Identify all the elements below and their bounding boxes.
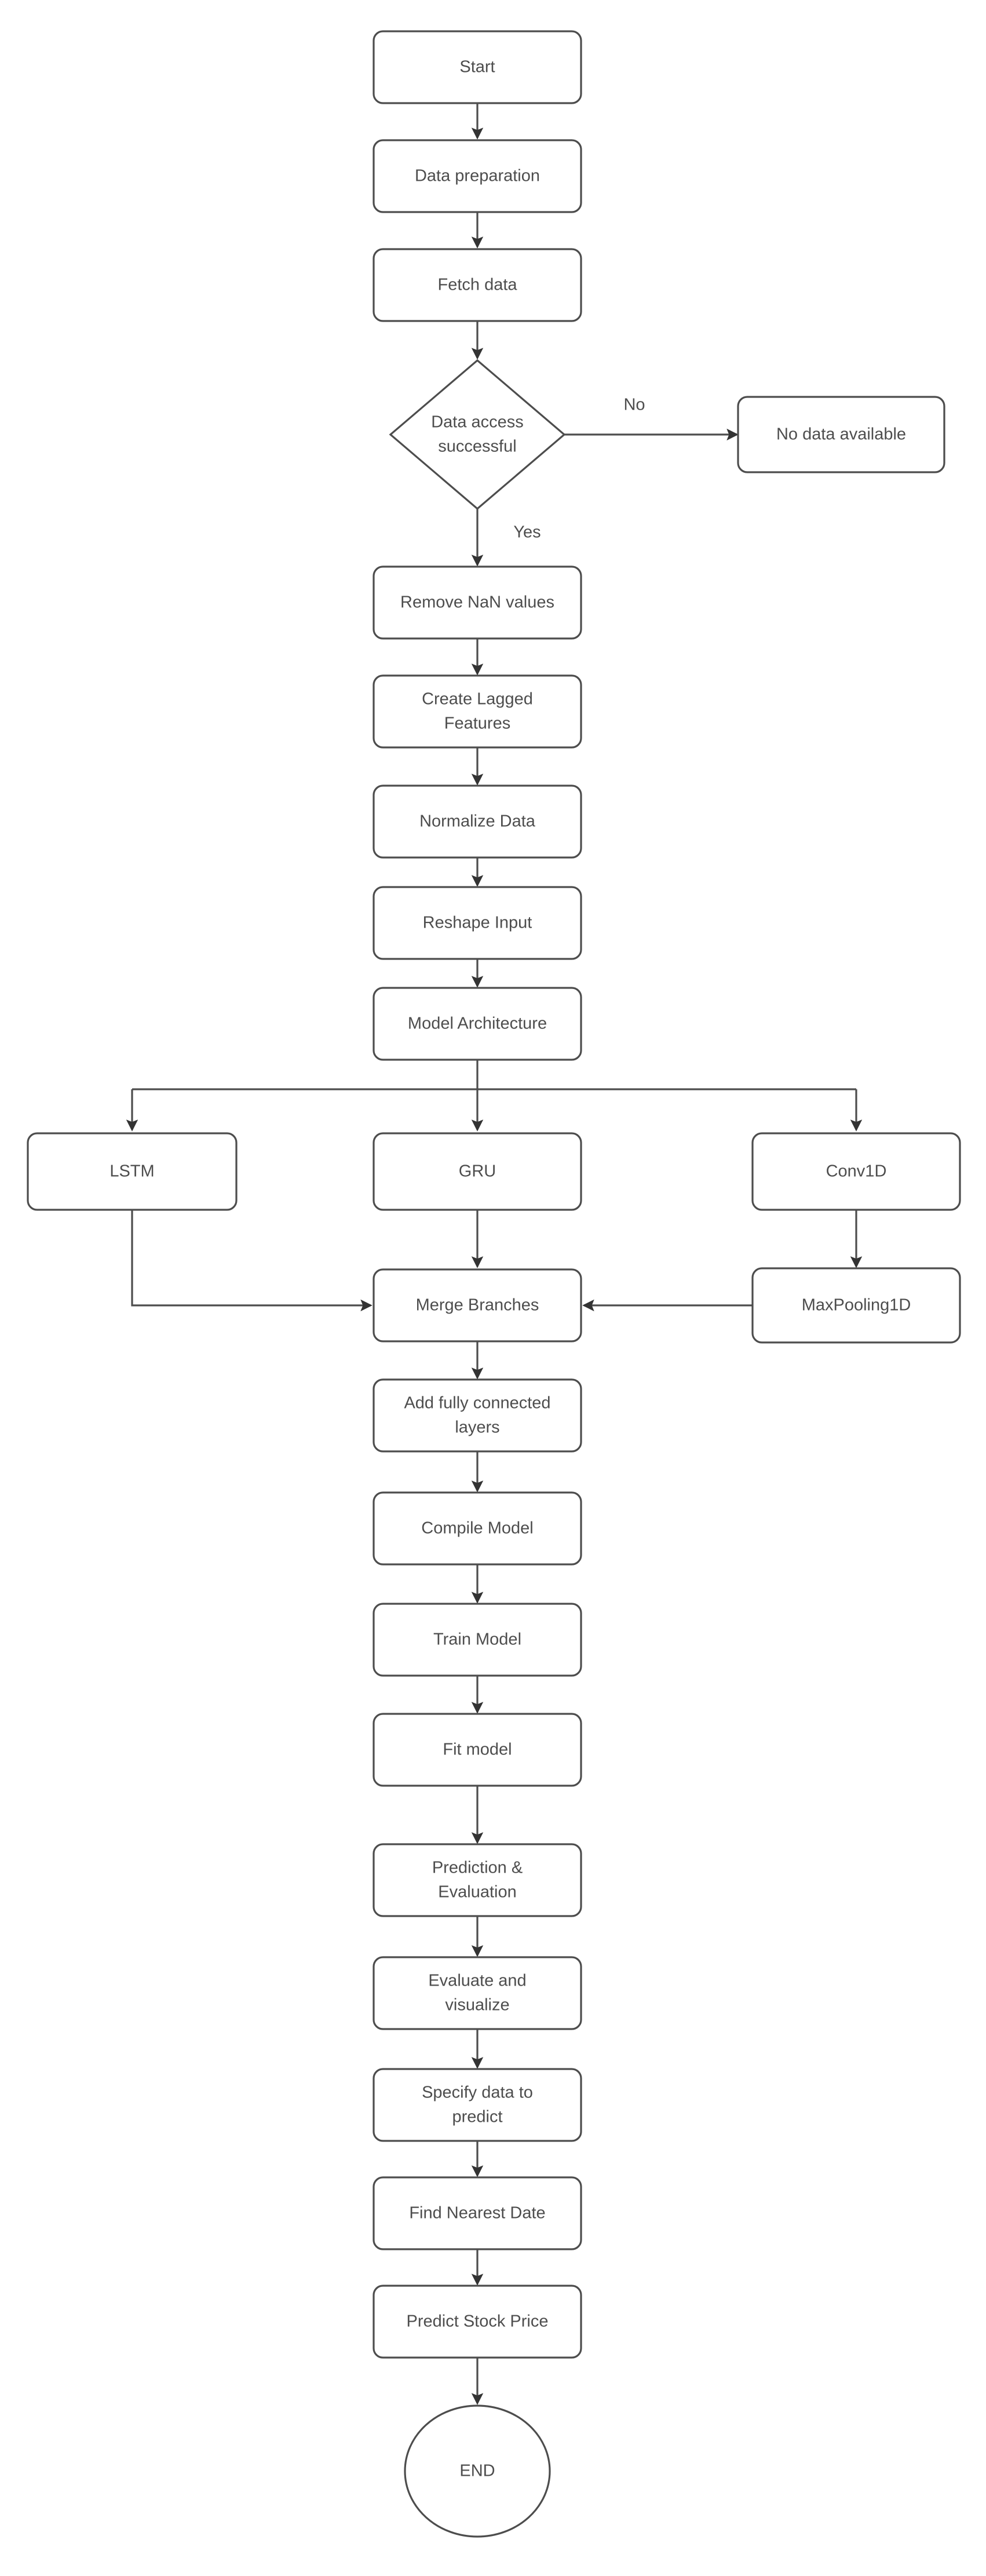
node-data-access-decision[interactable]: Data access successful [389,359,566,510]
node-start-label: Start [459,58,495,76]
node-compile-model-shape[interactable] [373,1491,582,1566]
node-specify-data-to-predict-label-line1: Specify data to [422,2084,533,2102]
node-remove-nan-values[interactable]: Remove NaN values [373,565,582,640]
node-normalize-data-label: Normalize Data [419,812,536,831]
node-data-preparation-shape[interactable] [373,139,582,213]
node-lstm-label: LSTM [109,1162,154,1181]
node-predict-stock-price-shape[interactable] [373,2285,582,2359]
node-train-model-label: Train Model [433,1630,521,1649]
node-no-data-available-label: No data available [776,425,906,444]
node-data-access-decision-label-line2: successful [438,437,516,456]
node-gru[interactable]: GRU [373,1132,582,1211]
node-data-preparation-label: Data preparation [415,167,540,185]
node-create-lagged-features[interactable]: Create Lagged Features [373,674,582,749]
node-conv1d-shape[interactable] [751,1132,961,1211]
node-start[interactable]: Start [373,30,582,104]
node-end-shape[interactable] [404,2404,551,2538]
node-create-lagged-features-label-line1: Create Lagged [422,690,533,709]
node-create-lagged-features-label-line2: Features [444,714,510,733]
node-maxpooling1d[interactable]: MaxPooling1D [751,1267,961,1344]
edge-label-no: No [623,396,645,414]
node-normalize-data[interactable]: Normalize Data [373,785,582,859]
node-find-nearest-date-label: Find Nearest Date [409,2204,545,2223]
node-train-model-shape[interactable] [373,1603,582,1677]
node-data-preparation[interactable]: Data preparation [373,139,582,213]
node-evaluate-visualize[interactable]: Evaluate and visualize [373,1956,582,2030]
node-compile-model-label: Compile Model [421,1519,533,1538]
node-reshape-input[interactable]: Reshape Input [373,886,582,960]
node-conv1d-label: Conv1D [826,1162,887,1181]
node-predict-stock-price[interactable]: Predict Stock Price [373,2285,582,2359]
node-add-fully-connected-layers-shape[interactable] [373,1378,582,1453]
node-specify-data-to-predict-label-line2: predict [452,2108,502,2126]
node-data-access-decision-shape[interactable] [389,359,566,510]
node-gru-label: GRU [459,1162,496,1181]
node-lstm[interactable]: LSTM [27,1132,238,1211]
node-model-architecture[interactable]: Model Architecture [373,987,582,1061]
node-evaluate-visualize-label-line1: Evaluate and [428,1972,526,1990]
node-find-nearest-date[interactable]: Find Nearest Date [373,2176,582,2250]
node-reshape-input-shape[interactable] [373,886,582,960]
node-find-nearest-date-shape[interactable] [373,2176,582,2250]
node-end-label: END [459,2462,495,2480]
node-fetch-data[interactable]: Fetch data [373,248,582,322]
node-evaluate-visualize-shape[interactable] [373,1956,582,2030]
node-gru-shape[interactable] [373,1132,582,1211]
node-fit-model[interactable]: Fit model [373,1713,582,1787]
node-prediction-evaluation-label-line1: Prediction & [432,1859,523,1877]
node-predict-stock-price-label: Predict Stock Price [407,2312,549,2331]
node-remove-nan-values-shape[interactable] [373,565,582,640]
node-add-fully-connected-layers-label-line2: layers [455,1418,499,1437]
node-fit-model-label: Fit model [443,1741,512,1759]
node-specify-data-to-predict-shape[interactable] [373,2068,582,2142]
node-merge-branches[interactable]: Merge Branches [373,1268,582,1342]
node-no-data-available-shape[interactable] [737,396,945,473]
node-compile-model[interactable]: Compile Model [373,1491,582,1566]
node-fetch-data-label: Fetch data [437,276,517,294]
node-fit-model-shape[interactable] [373,1713,582,1787]
node-no-data-available[interactable]: No data available [737,396,945,473]
node-add-fully-connected-layers-label-line1: Add fully connected [404,1394,550,1413]
node-reshape-input-label: Reshape Input [423,914,532,932]
node-create-lagged-features-shape[interactable] [373,674,582,749]
node-merge-branches-shape[interactable] [373,1268,582,1342]
node-normalize-data-shape[interactable] [373,785,582,859]
node-end[interactable]: END [404,2404,551,2538]
node-fetch-data-shape[interactable] [373,248,582,322]
edge-label-yes: Yes [513,523,541,542]
node-lstm-shape[interactable] [27,1132,238,1211]
node-prediction-evaluation[interactable]: Prediction & Evaluation [373,1843,582,1917]
node-data-access-decision-label-line1: Data access [431,413,524,432]
node-prediction-evaluation-label-line2: Evaluation [438,1883,516,1902]
node-model-architecture-shape[interactable] [373,987,582,1061]
node-train-model[interactable]: Train Model [373,1603,582,1677]
node-add-fully-connected-layers[interactable]: Add fully connected layers [373,1378,582,1453]
node-remove-nan-values-label: Remove NaN values [400,593,554,612]
node-specify-data-to-predict[interactable]: Specify data to predict [373,2068,582,2142]
edge-lstm-to-merge [131,1210,373,1312]
node-prediction-evaluation-shape[interactable] [373,1843,582,1917]
edge-layer [126,103,863,2405]
node-model-architecture-label: Model Architecture [408,1015,547,1033]
node-conv1d[interactable]: Conv1D [751,1132,961,1211]
node-evaluate-visualize-label-line2: visualize [445,1996,509,2015]
node-merge-branches-label: Merge Branches [416,1296,539,1315]
node-start-shape[interactable] [373,30,582,104]
node-maxpooling1d-label: MaxPooling1D [802,1296,911,1315]
node-maxpooling1d-shape[interactable] [751,1267,961,1344]
